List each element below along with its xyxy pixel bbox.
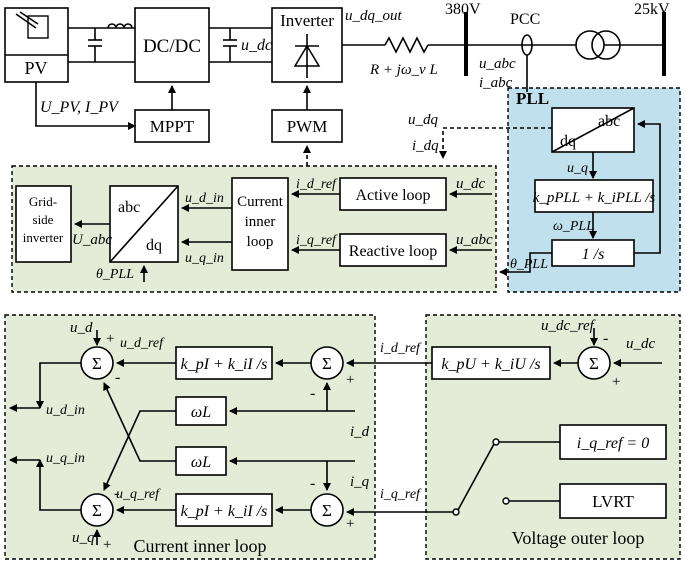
lvrt-label: LVRT (592, 492, 634, 511)
upv-ipv-label: U_PV, I_PV (40, 99, 120, 116)
plus-udc: + (612, 374, 620, 390)
sigma-3: Σ (92, 501, 102, 520)
iq-ref-b-label: i_q_ref (380, 487, 422, 502)
sigma-1: Σ (92, 354, 102, 373)
theta-pll-2-label: θ_PLL (96, 267, 134, 282)
uq-in-b-label: u_q_in (46, 451, 85, 466)
dc-link-capacitor-icon (223, 28, 237, 62)
ud-in-b-label: u_d_in (46, 403, 85, 418)
minus-uq: - (114, 485, 119, 502)
udc-ref-label: u_dc_ref (541, 318, 596, 334)
pv-capacitor-icon (88, 28, 102, 62)
plus-ud: + (106, 331, 114, 347)
pi-u-label: k_pU + k_iU /s (441, 356, 540, 373)
iqref-zero-label: i_q_ref = 0 (577, 435, 649, 452)
cil-line3: loop (247, 234, 274, 250)
v380-label: 380V (445, 1, 481, 18)
minus-udc: - (603, 330, 608, 347)
plus-id-sum: + (346, 372, 354, 388)
mppt-label: MPPT (150, 117, 195, 136)
uabc-label: u_abc (479, 56, 516, 72)
wl-1-block (175, 396, 227, 426)
idq-label: i_dq (412, 138, 439, 154)
active-loop-block (339, 177, 447, 211)
udc-label: u_dc (241, 37, 272, 54)
uabc-in-label: u_abc (456, 232, 493, 248)
pi-q-block (175, 493, 273, 527)
reactive-loop-label: Reactive loop (349, 243, 437, 260)
minus-ud: - (115, 369, 120, 386)
current-inner-loop-block (231, 177, 289, 271)
sigma-2: Σ (322, 354, 332, 373)
grid-inverter-line2: side (33, 212, 54, 227)
plus-uq: + (103, 537, 111, 553)
pv-label: PV (24, 58, 47, 78)
cil-line1: Current (237, 194, 284, 210)
theta-pll-label: θ_PLL (510, 257, 548, 272)
wl-2-label: ωL (191, 454, 211, 471)
udq-label: u_dq (408, 112, 439, 128)
iabc-label: i_abc (479, 75, 513, 91)
udq-out-label: u_dq_out (345, 8, 403, 24)
pwm-block (271, 109, 343, 143)
inverter-label: Inverter (280, 11, 334, 30)
sun-icon (15, 11, 49, 39)
grid-inverter-line3: inverter (23, 230, 64, 245)
impedance-label: R + jω_v L (369, 62, 438, 78)
minus-iq: - (310, 475, 315, 492)
minus-id: - (310, 385, 315, 402)
ud-label: u_d (70, 320, 93, 336)
reactive-loop-block (339, 233, 447, 267)
pi-u-block (431, 346, 551, 380)
iq-label: i_q (350, 474, 370, 490)
pi-q-label: k_pI + k_iI /s (181, 503, 268, 520)
pll-pi-block (534, 179, 654, 213)
wl-1-label: ωL (191, 404, 211, 421)
active-loop-label: Active loop (355, 187, 430, 204)
pwm-label: PWM (287, 117, 328, 136)
ud-ref-label: u_d_ref (120, 336, 165, 351)
transformer-icon (575, 30, 621, 60)
id-ref-label: i_d_ref (296, 177, 338, 192)
grid-inverter-line1: Grid- (29, 194, 57, 209)
grid-inverter-block (15, 185, 72, 263)
pll-abc-label: abc (598, 113, 620, 130)
pll-title: PLL (516, 89, 549, 108)
voltage-outer-loop-title: Voltage outer loop (512, 528, 645, 548)
uq-b-label: u_q (72, 530, 95, 546)
thyristor-icon (293, 34, 321, 78)
pll-uq-label: u_q (567, 161, 588, 176)
ud-in-label: u_d_in (185, 191, 224, 206)
Uabc-label: U_abc (72, 232, 112, 248)
kv25-label: 25kV (634, 1, 670, 18)
pll-dq-label: dq (560, 133, 576, 150)
udc-b-label: u_dc (626, 336, 656, 352)
dcdc-block (134, 7, 210, 83)
id-label: i_d (350, 424, 370, 440)
dcdc-label: DC/DC (143, 36, 201, 57)
conv-dq-label: dq (146, 237, 162, 254)
pll-integrator-label: 1 /s (582, 246, 605, 263)
pi-d-label: k_pI + k_iI /s (181, 356, 268, 373)
iq-ref-label: i_q_ref (296, 233, 338, 248)
pcc-label: PCC (510, 11, 540, 28)
sigma-4: Σ (322, 501, 332, 520)
udc-in-label: u_dc (456, 176, 486, 192)
inductor-icon (107, 23, 133, 29)
id-ref-b-label: i_d_ref (380, 341, 422, 356)
sigma-5: Σ (589, 354, 599, 373)
conv-abc-label: abc (118, 199, 140, 216)
omega-pll-label: ω_PLL (553, 219, 594, 234)
current-inner-loop-title: Current inner loop (134, 536, 267, 556)
uq-in-label: u_q_in (185, 251, 224, 266)
uq-ref-label: u_q_ref (116, 487, 161, 502)
cil-line2: inner (245, 214, 276, 230)
selector-switch (452, 438, 560, 516)
pll-pi-label: k_pPLL + k_iPLL /s (533, 190, 656, 206)
resistor-icon (384, 36, 429, 54)
plus-iq-sum: + (346, 516, 354, 532)
